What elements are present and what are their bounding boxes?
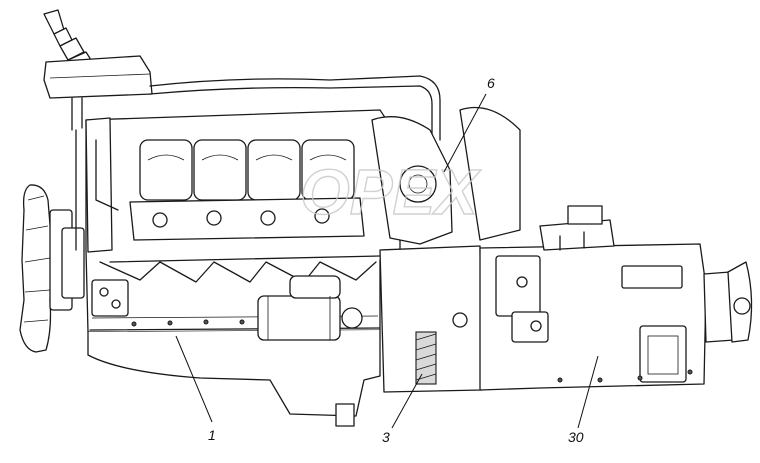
- watermark-logo: ОPEX: [300, 156, 481, 228]
- fan: [19, 184, 85, 353]
- gearbox: [479, 205, 753, 391]
- callout-3-label: 3: [382, 429, 390, 445]
- starter-motor: [257, 275, 363, 341]
- callout-6-label: 6: [487, 75, 495, 91]
- callout-6-leader: [443, 93, 487, 173]
- callout-30-leader: [577, 355, 599, 429]
- callout-1-leader: [175, 335, 213, 423]
- clutch-housing: [371, 106, 521, 393]
- callout-3-leader: [391, 373, 423, 429]
- callout-30-label: 30: [568, 429, 584, 445]
- callouts: 1 3 6 30: [175, 75, 599, 445]
- callout-1-label: 1: [208, 427, 216, 443]
- intake-bellows: [43, 9, 441, 141]
